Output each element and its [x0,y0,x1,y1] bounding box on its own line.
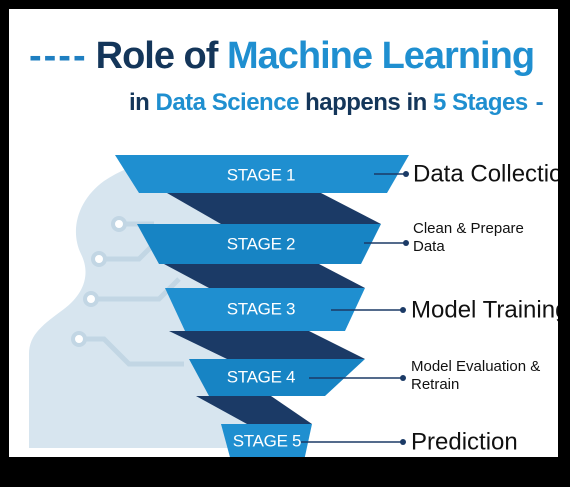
title-5-stages: 5 Stages [432,89,528,116]
stage-band-3: STAGE 3 [165,288,365,331]
stage-4-description-line-2: Retrain [411,376,459,393]
stage-band-1: STAGE 1 [115,155,409,193]
stage-3-description: Model Training [411,296,558,323]
stage-band-4: STAGE 4 [189,359,365,396]
funnel-diagram: STAGE 1 STAGE 2 STAGE 3 STAGE 4 STAGE 5 [29,155,558,457]
title-trailing-dash: - [535,89,544,116]
stage-5-description: Prediction [411,428,518,455]
title-line-2: in Data Science happens in 5 Stages- [129,89,544,117]
title-role-of: Role of [95,35,219,77]
stage-1-label: STAGE 1 [227,165,295,184]
funnel-connectors [164,193,381,424]
stage-2-description: Clean & Prepare Data [413,220,528,255]
stage-band-2: STAGE 2 [137,224,381,264]
stage-5-label: STAGE 5 [233,431,301,450]
title-line-1: ----Role of Machine Learning [29,35,535,78]
stage-band-5: STAGE 5 [221,424,312,457]
stage-3-pointer [331,307,406,313]
title-data-science: Data Science [155,89,300,116]
stage-2-description-line-1: Clean & Prepare [413,220,524,237]
stage-2-label: STAGE 2 [227,234,295,253]
stage-3-label: STAGE 3 [227,299,295,318]
stage-4-pointer [309,375,406,381]
stage-4-description: Model Evaluation & Retrain [411,358,544,393]
stage-1-pointer [374,171,409,177]
title-machine-learning: Machine Learning [226,35,535,77]
title-in: in [129,89,150,116]
stage-1-description: Data Collection [413,160,558,187]
stage-4-label: STAGE 4 [227,367,295,386]
stage-2-description-line-2: Data [413,238,445,255]
stage-2-pointer [364,240,409,246]
title-dashes: ---- [29,35,88,77]
stage-5-pointer [301,439,406,445]
stage-4-description-line-1: Model Evaluation & [411,358,540,375]
title-happens-in: happens in [305,89,427,116]
